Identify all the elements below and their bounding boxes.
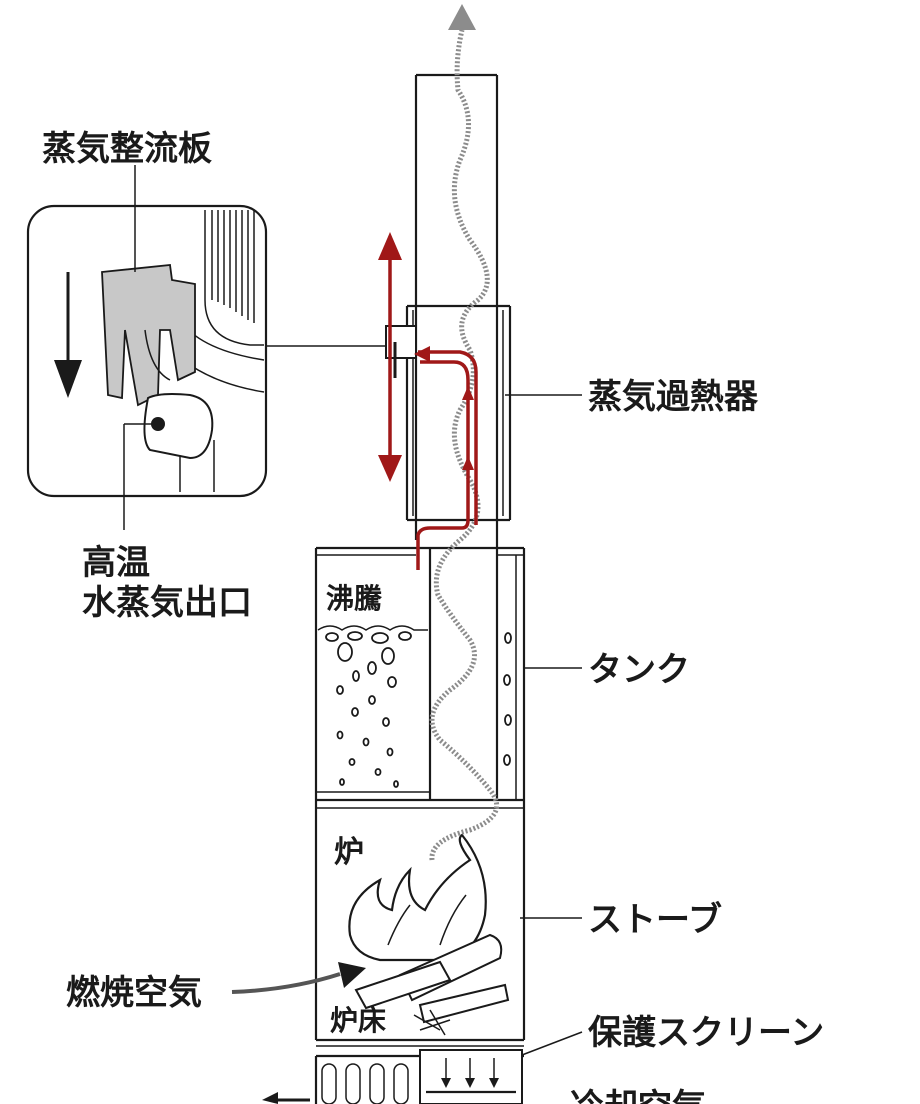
- label-hearth: 炉床: [330, 1004, 386, 1037]
- label-furnace: 炉: [334, 835, 364, 870]
- steam-path-icon: [378, 232, 478, 570]
- label-hot-steam-outlet-2: 水蒸気出口: [82, 583, 252, 623]
- label-steam-baffle: 蒸気整流板: [42, 129, 212, 169]
- label-stove: ストーブ: [588, 900, 722, 940]
- leader-lines: [123, 165, 583, 1056]
- label-hot-steam-outlet-1: 高温: [82, 543, 150, 583]
- smoke-path-icon: [429, 4, 500, 861]
- steam-baffle-plate: [101, 264, 196, 407]
- detail-inset: [26, 204, 268, 498]
- combustion-air-arrow: [231, 962, 366, 994]
- water-surface: [317, 625, 428, 631]
- label-cooling-air: 冷却空気: [570, 1087, 706, 1104]
- air-intake-slots: [314, 1056, 409, 1104]
- left-arrow-icon: [262, 1092, 310, 1104]
- label-protective-screen: 保護スクリーン: [588, 1013, 824, 1053]
- down-arrow-icon: [54, 272, 82, 398]
- boiling-bubbles: [325, 631, 512, 788]
- label-superheater: 蒸気過熱器: [588, 377, 759, 417]
- steam-outlet-detail: [143, 393, 214, 460]
- chimney: [414, 73, 499, 800]
- steam-superheater: [385, 304, 512, 522]
- outlet-dot: [151, 417, 165, 431]
- flame-icon: [348, 833, 487, 962]
- firewood-icon: [354, 933, 510, 1036]
- cooling-air-arrows: [441, 1058, 499, 1088]
- label-tank: タンク: [588, 650, 690, 690]
- label-combustion-air: 燃焼空気: [66, 973, 202, 1013]
- tank: [314, 546, 526, 802]
- up-arrow-icon: [448, 4, 476, 30]
- protective-screen: [419, 1049, 523, 1104]
- label-boiling: 沸騰: [326, 582, 383, 615]
